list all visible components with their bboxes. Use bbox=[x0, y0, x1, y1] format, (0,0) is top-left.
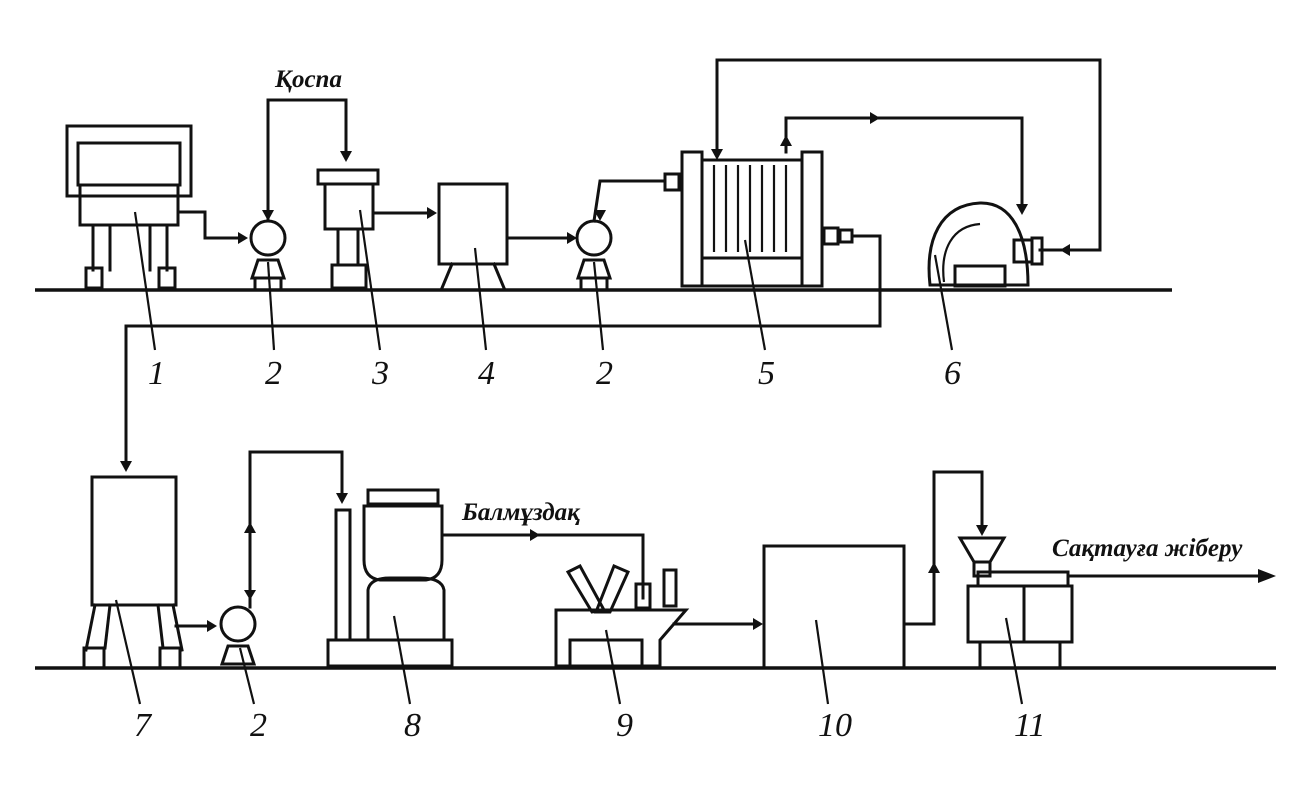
arrow-head-icon bbox=[567, 232, 577, 244]
equipment-4-tank bbox=[437, 182, 509, 290]
arrow-head-icon bbox=[336, 493, 348, 504]
transfer-line-to-7 bbox=[124, 234, 882, 464]
label-ice-cream: Балмұздақ bbox=[461, 499, 581, 526]
equipment-8-freezer bbox=[326, 488, 454, 668]
arrow-head-icon bbox=[928, 562, 940, 573]
arrow-head-icon bbox=[870, 112, 880, 124]
leader-line bbox=[814, 619, 830, 705]
equipment-11-packaging-unit bbox=[957, 536, 1074, 668]
label-number-4: 4 bbox=[478, 355, 495, 392]
pump-2c bbox=[219, 605, 257, 666]
leader-line bbox=[358, 209, 382, 351]
leader-line bbox=[238, 647, 256, 705]
equipment-9-packing-machine bbox=[554, 564, 690, 668]
label-number-7: 7 bbox=[134, 707, 153, 744]
pump-2b bbox=[575, 219, 613, 290]
return-loop-outer bbox=[715, 58, 1102, 252]
leader-line bbox=[114, 599, 142, 705]
equipment-5-plate-unit bbox=[663, 150, 854, 288]
pipe-pump-to-5 bbox=[592, 179, 667, 223]
arrow-head-icon bbox=[1016, 204, 1028, 215]
label-number-6: 6 bbox=[944, 355, 961, 392]
leader-line bbox=[604, 629, 622, 705]
label-number-3: 3 bbox=[371, 355, 389, 392]
leader-line bbox=[473, 247, 488, 351]
label-send-to-storage: Сақтауға жіберу bbox=[1052, 535, 1243, 562]
leader-line bbox=[1004, 617, 1024, 705]
arrow-head-icon bbox=[244, 522, 256, 533]
equipment-1-machine bbox=[65, 124, 193, 290]
mixture-feed-line bbox=[266, 98, 348, 223]
label-number-8: 8 bbox=[404, 707, 421, 744]
arrow-head-icon bbox=[244, 590, 256, 600]
leader-line bbox=[592, 261, 605, 351]
leader-line bbox=[133, 211, 157, 351]
pipe-10-to-11 bbox=[902, 470, 984, 626]
equipment-7-tank bbox=[82, 475, 184, 670]
leader-line bbox=[743, 239, 767, 351]
leader-line bbox=[392, 615, 412, 705]
label-number-10: 10 bbox=[818, 707, 852, 744]
pipe-pump-to-8 bbox=[248, 450, 344, 609]
equipment-10-chamber bbox=[762, 544, 906, 670]
arrow-head-icon bbox=[780, 135, 792, 146]
ice-cream-line bbox=[440, 533, 645, 600]
equipment-6-refrigeration-unit bbox=[927, 201, 1044, 288]
arrow-head-icon bbox=[753, 618, 763, 630]
label-mixture: Қоспа bbox=[274, 66, 342, 93]
label-number-11: 11 bbox=[1014, 707, 1045, 744]
arrow-head-icon bbox=[262, 210, 274, 221]
arrow-head-icon bbox=[207, 620, 217, 632]
pipe-1-to-pump bbox=[178, 210, 245, 240]
arrow-head-icon bbox=[120, 461, 132, 472]
arrow-head-icon bbox=[594, 210, 606, 221]
arrow-head-icon bbox=[711, 149, 723, 160]
leader-line bbox=[266, 261, 276, 351]
label-number-2c: 2 bbox=[250, 707, 267, 744]
arrow-head-icon bbox=[238, 232, 248, 244]
arrow-head-icon bbox=[427, 207, 437, 219]
label-number-2b: 2 bbox=[596, 355, 613, 392]
arrow-head-icon bbox=[340, 151, 352, 162]
label-number-9: 9 bbox=[616, 707, 633, 744]
leader-line bbox=[933, 254, 954, 351]
arrow-head-icon bbox=[1060, 244, 1070, 256]
arrow-head-icon bbox=[976, 525, 988, 536]
label-number-5: 5 bbox=[758, 355, 775, 392]
label-number-2a: 2 bbox=[265, 355, 282, 392]
arrow-head-icon bbox=[1258, 569, 1276, 583]
label-number-1: 1 bbox=[148, 355, 165, 392]
equipment-3-homogenizer bbox=[316, 168, 380, 290]
arrow-head-icon bbox=[530, 529, 540, 541]
